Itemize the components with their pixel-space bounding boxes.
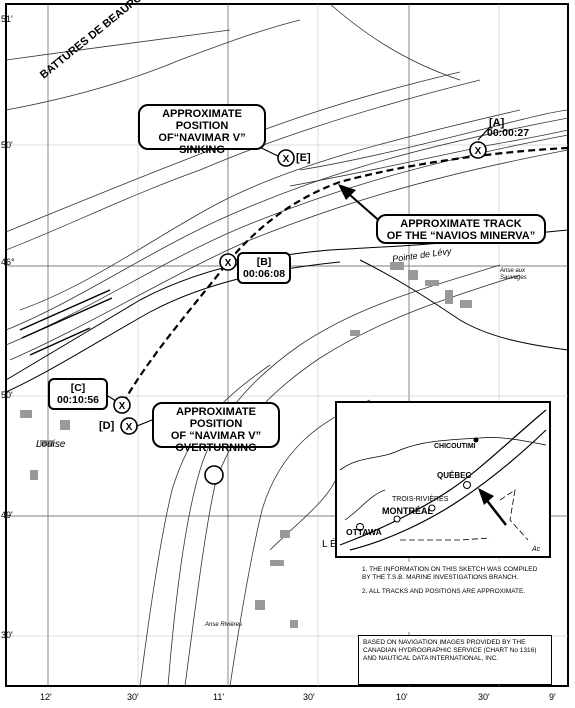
note-1: 1. THE INFORMATION ON THIS SKETCH WAS CO…	[362, 566, 538, 581]
point-c-time: 00:10:56	[56, 394, 100, 406]
marker-e-x: X	[283, 154, 290, 165]
bottom-tick-6: 30'	[478, 692, 490, 702]
sinking-line-1: APPROXIMATE POSITION	[162, 108, 242, 132]
navios-minerva-track	[121, 146, 569, 406]
track-callout: APPROXIMATE TRACK OF THE “NAVIOS MINERVA…	[376, 214, 546, 244]
location-inset-map	[335, 401, 551, 558]
left-tick-2: 50'	[1, 140, 13, 150]
point-a-time: 00:00:27	[487, 127, 530, 139]
point-d-label: [D]	[99, 420, 115, 432]
inset-ottawa: OTTAWA	[346, 527, 382, 537]
left-tick-1: 51'	[1, 14, 13, 24]
overturning-line-2: OF “NAVIMAR V”	[170, 430, 262, 442]
point-b-callout: [B] 00:06:08	[237, 252, 291, 284]
inset-quebec: QUÉBEC	[437, 471, 472, 480]
overturning-line-1: APPROXIMATE POSITION	[176, 406, 256, 430]
wharves	[19, 289, 113, 356]
anse-sauvages-text: Anse aux Sauvages	[500, 268, 527, 281]
marker-c-x: X	[119, 401, 126, 412]
position-b-marker	[219, 253, 237, 271]
overturning-callout: APPROXIMATE POSITION OF “NAVIMAR V” OVER…	[152, 402, 280, 454]
note-2: 2. ALL TRACKS AND POSITIONS ARE APPROXIM…	[362, 588, 526, 595]
point-e-label: [E]	[296, 152, 311, 164]
bottom-tick-5: 10'	[396, 692, 408, 702]
inset-code: Ac	[532, 546, 541, 553]
sinking-callout: APPROXIMATE POSITION OF“NAVIMAR V” SINKI…	[138, 104, 266, 156]
anse-rivieres-text: Anse Rivières	[205, 622, 243, 628]
left-tick-3: 46°	[1, 257, 15, 267]
bottom-tick-1: 12'	[40, 692, 52, 702]
left-tick-5: 49'	[1, 510, 13, 520]
point-a-label: [A]	[489, 117, 505, 129]
bottom-tick-2: 30'	[127, 692, 139, 702]
marker-b-x: X	[225, 258, 232, 269]
bottom-tick-3: 11'	[213, 692, 225, 702]
position-c-marker	[113, 396, 131, 414]
sinking-line-3: SINKING	[179, 144, 225, 156]
bottom-tick-4: 30'	[303, 692, 315, 702]
marker-a-x: X	[475, 146, 482, 157]
position-e-marker	[277, 149, 295, 167]
point-b-label: [B]	[256, 256, 272, 268]
buoy-marker	[204, 465, 224, 485]
point-c-callout: [C] 00:10:56	[48, 378, 108, 410]
left-tick-4: 50'	[1, 390, 13, 400]
point-c-label: [C]	[70, 382, 86, 394]
left-tick-6: 30'	[1, 630, 13, 640]
marker-d-x: X	[126, 422, 133, 433]
position-a-marker	[469, 141, 487, 159]
sketch-notes: 1. THE INFORMATION ON THIS SKETCH WAS CO…	[362, 566, 547, 602]
bottom-tick-7: 9'	[549, 692, 556, 702]
position-d-marker	[120, 417, 138, 435]
marker-symbols: X X X X X	[119, 146, 482, 433]
sinking-line-2: OF“NAVIMAR V”	[158, 132, 246, 144]
track-line-2: OF THE “NAVIOS MINERVA”	[386, 230, 536, 242]
le-text: L É	[322, 539, 337, 550]
inset-montreal: MONTRÉAL	[382, 506, 433, 516]
notes-area	[358, 562, 552, 632]
inset-trois-rivieres: TROIS-RIVIÈRES	[392, 496, 449, 503]
point-b-time: 00:06:08	[243, 268, 286, 280]
track-line-1: APPROXIMATE TRACK	[400, 218, 522, 230]
inset-chicoutimi: CHICOUTIMI	[434, 443, 476, 450]
source-credit: BASED ON NAVIGATION IMAGES PROVIDED BY T…	[358, 635, 552, 685]
overturning-line-3: OVERTURNING	[175, 442, 257, 454]
louise-text: Louise	[36, 439, 66, 450]
